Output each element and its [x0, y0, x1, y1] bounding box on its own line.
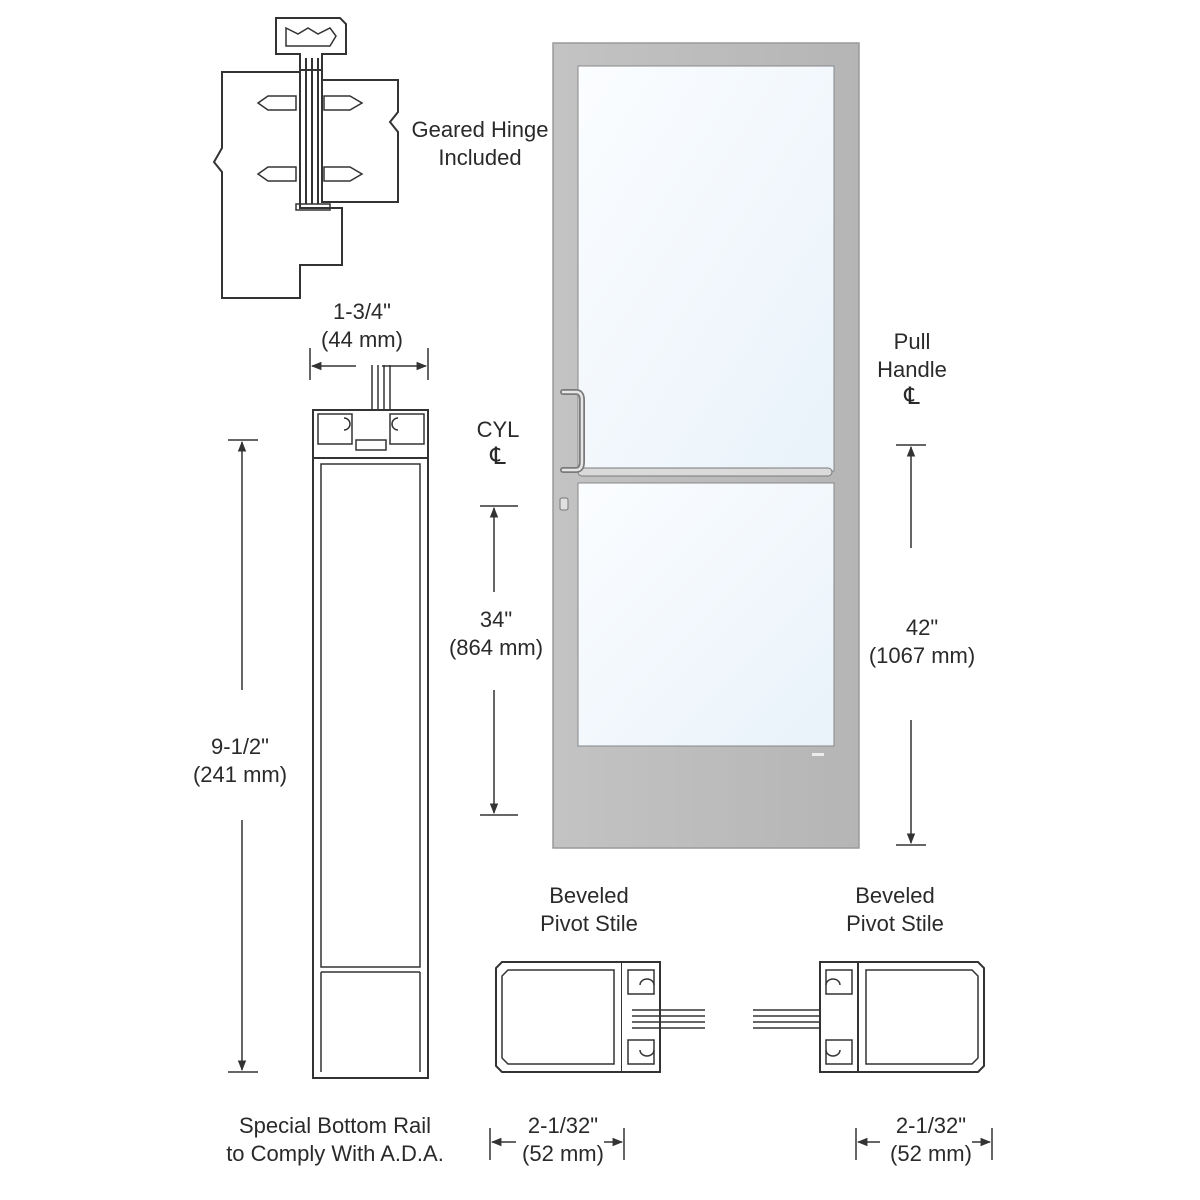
- cyl-label: CYL ℄: [470, 416, 526, 470]
- pull-handle-line-1: Pull: [893, 329, 931, 354]
- pull-height-dimension: [896, 444, 926, 846]
- cyl-centerline-symbol: ℄: [490, 443, 506, 470]
- bottom-rail-section: [312, 365, 429, 1079]
- upper-glass-panel: [577, 65, 835, 472]
- top-width-label: 1-3/4" (44 mm): [300, 298, 424, 354]
- right-stile-width-label: 2-1/32" (52 mm): [876, 1112, 986, 1168]
- cyl-height-metric: (864 mm): [448, 635, 544, 660]
- left-stile-width-dimension: [489, 1128, 625, 1160]
- push-bar: [577, 467, 833, 477]
- rail-height-label: 9-1/2" (241 mm): [180, 733, 300, 789]
- cyl-height-dimension: [480, 505, 518, 816]
- right-pivot-stile-label: Beveled Pivot Stile: [830, 882, 960, 938]
- geared-hinge-line-1: Geared Hinge: [411, 117, 549, 142]
- bottom-rail-note-line-2: to Comply With A.D.A.: [226, 1141, 444, 1166]
- pull-height-metric: (1067 mm): [868, 643, 976, 668]
- geared-hinge-label: Geared Hinge Included: [410, 116, 550, 172]
- cyl-height-imperial: 34": [479, 607, 513, 632]
- left-stile-width-imperial: 2-1/32": [527, 1113, 599, 1138]
- left-pivot-stile-section: [495, 961, 705, 1073]
- right-pivot-stile-line-2: Pivot Stile: [846, 911, 944, 936]
- bottom-rail-note-line-1: Special Bottom Rail: [239, 1113, 431, 1138]
- right-pivot-stile-line-1: Beveled: [855, 883, 935, 908]
- left-stile-width-metric: (52 mm): [522, 1141, 604, 1166]
- rail-height-imperial: 9-1/2": [211, 734, 269, 759]
- top-width-metric: (44 mm): [321, 327, 403, 352]
- right-pivot-stile-section: [753, 961, 985, 1073]
- right-stile-width-metric: (52 mm): [890, 1141, 972, 1166]
- door-elevation: [552, 42, 860, 849]
- rail-height-dimension: [228, 439, 258, 1073]
- pull-height-imperial: 42": [905, 615, 939, 640]
- pull-height-label: 42" (1067 mm): [860, 614, 984, 670]
- cyl-text: CYL: [476, 417, 520, 442]
- rail-height-metric: (241 mm): [192, 762, 288, 787]
- geared-hinge-detail: [212, 17, 399, 299]
- right-stile-width-imperial: 2-1/32": [895, 1113, 967, 1138]
- cylinder-lock: [559, 497, 569, 511]
- pull-centerline-symbol: ℄: [904, 383, 920, 410]
- left-stile-width-label: 2-1/32" (52 mm): [508, 1112, 618, 1168]
- left-pivot-stile-line-1: Beveled: [549, 883, 629, 908]
- pull-handle-line-2: Handle: [877, 357, 947, 382]
- top-width-dimension: [309, 348, 429, 380]
- right-stile-width-dimension: [855, 1128, 993, 1160]
- lower-glass-panel: [577, 482, 835, 747]
- top-width-imperial: 1-3/4": [333, 299, 391, 324]
- left-pivot-stile-label: Beveled Pivot Stile: [524, 882, 654, 938]
- cyl-height-label: 34" (864 mm): [440, 606, 552, 662]
- left-pivot-stile-line-2: Pivot Stile: [540, 911, 638, 936]
- bottom-rail-note: Special Bottom Rail to Comply With A.D.A…: [205, 1112, 465, 1168]
- geared-hinge-line-2: Included: [438, 145, 522, 170]
- pull-handle-label: Pull Handle ℄: [866, 328, 958, 410]
